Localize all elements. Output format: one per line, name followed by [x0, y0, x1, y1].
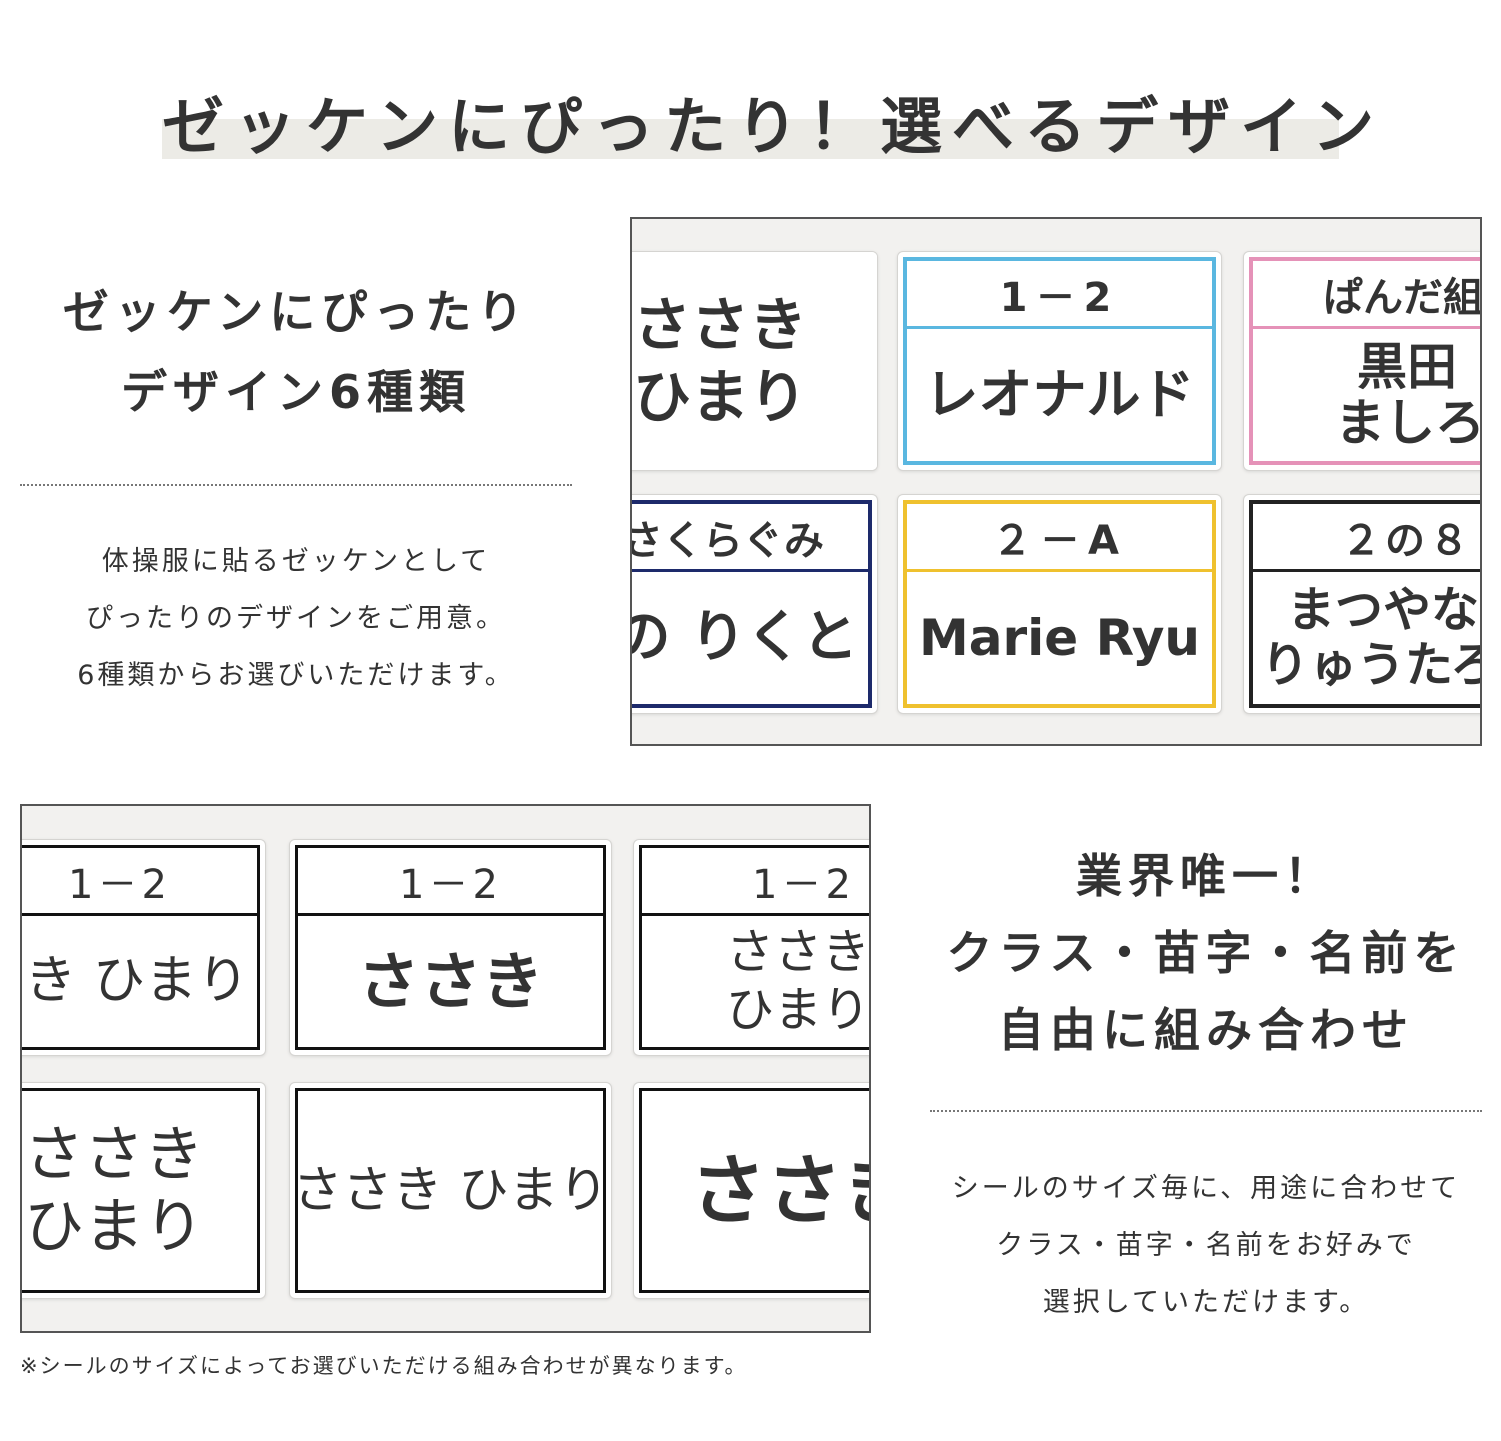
sticker-frame: ささき ひまり	[295, 1088, 606, 1293]
description-line: 6種類からお選びいただけます。	[77, 660, 515, 691]
sticker-name: ささき	[642, 1091, 869, 1290]
name-line: ささき	[633, 290, 808, 359]
sticker-class: ２の８	[1253, 504, 1480, 572]
design-card-navy: さくらぐみ の りくと	[630, 494, 878, 714]
name-line: さき ひまり	[22, 950, 249, 1011]
dotted-divider	[20, 484, 572, 486]
combo-card-class-surname: 1－2 ささき	[289, 839, 612, 1056]
combination-heading-line: 自由に組み合わせ	[998, 1003, 1414, 1057]
name-line: ひまり	[726, 981, 871, 1038]
combination-heading-line: 業界唯一！	[1076, 849, 1336, 903]
name-line: ささき	[726, 923, 871, 980]
sticker-class: 1－2	[298, 848, 603, 916]
name-line: ささき	[690, 1145, 869, 1235]
sticker-class: 1－2	[642, 848, 869, 916]
sticker-frame: 1－2 さき ひまり	[22, 845, 260, 1050]
design-card-pink: ぱんだ組 黒田 ましろ	[1243, 251, 1482, 471]
name-line: ささき	[24, 1119, 204, 1190]
combo-card-fullname: ささき ひまり	[289, 1082, 612, 1299]
design-heading-line: ゼッケンにぴったり	[62, 285, 530, 339]
name-line: ひまり	[24, 1191, 204, 1262]
description-line: ぴったりのデザインをご用意。	[86, 603, 506, 634]
design-samples-preview: ささき ひまり 1－2 レオナルド ぱんだ組 黒田 ましろ さくらぐみ の りく	[630, 217, 1482, 746]
description-line: クラス・苗字・名前をお好みで	[996, 1230, 1416, 1261]
sticker-class: ぱんだ組	[1253, 261, 1480, 329]
design-card-black: ２の８ まつやな りゅうたろ	[1243, 494, 1482, 714]
design-card-blue: 1－2 レオナルド	[897, 251, 1222, 471]
sticker-frame: ２－A Marie Ryu	[903, 500, 1216, 708]
name-line: ささき	[357, 944, 544, 1018]
name-line: Marie Ryu	[918, 608, 1201, 667]
combo-card-twoline: ささき ひまり	[22, 1082, 266, 1299]
sticker-frame: 1－2 ささき ひまり	[639, 845, 871, 1050]
combination-section-heading: 業界唯一！ クラス・苗字・名前を 自由に組み合わせ	[930, 838, 1482, 1069]
sticker-frame: ぱんだ組 黒田 ましろ	[1249, 257, 1482, 465]
sticker-frame: ささき	[639, 1088, 869, 1293]
combination-heading-line: クラス・苗字・名前を	[946, 926, 1466, 980]
name-line: 黒田	[1357, 338, 1457, 396]
sticker-name: ささき	[298, 916, 603, 1047]
name-line: りゅうたろ	[1261, 637, 1482, 693]
footnote: ※シールのサイズによってお選びいただける組み合わせが異なります。	[20, 1354, 748, 1378]
sticker-frame: ささき ひまり	[22, 1088, 260, 1293]
title-highlight-band	[162, 119, 1339, 159]
sticker-frame: 1－2 レオナルド	[903, 257, 1216, 465]
name-line: の りくと	[630, 604, 858, 670]
combination-section-description: シールのサイズ毎に、用途に合わせて クラス・苗字・名前をお好みで 選択していただ…	[930, 1160, 1482, 1331]
combo-card-class-twoline: 1－2 ささき ひまり	[633, 839, 871, 1056]
sticker-name: 黒田 ましろ	[1253, 329, 1482, 461]
sticker-name: ささき ひまり	[642, 916, 871, 1047]
sticker-name: まつやな りゅうたろ	[1253, 572, 1482, 704]
main-title: ゼッケンにぴったり！選べるデザイン	[162, 90, 1385, 163]
description-line: シールのサイズ毎に、用途に合わせて	[951, 1173, 1461, 1204]
name-line: レオナルド	[924, 363, 1195, 427]
description-line: 選択していただけます。	[1042, 1287, 1370, 1318]
design-heading-line: デザイン6種類	[120, 365, 471, 419]
dotted-divider	[930, 1110, 1482, 1112]
sticker-frame: ささき ひまり	[632, 252, 877, 470]
combo-card-surname: ささき	[633, 1082, 869, 1299]
description-line: 体操服に貼るゼッケンとして	[101, 546, 491, 577]
sticker-name: ささき ひまり	[22, 1091, 257, 1290]
sticker-class: 1－2	[22, 848, 257, 916]
sticker-frame: さくらぐみ の りくと	[630, 500, 872, 708]
design-section-description: 体操服に貼るゼッケンとして ぴったりのデザインをご用意。 6種類からお選びいただ…	[20, 533, 572, 704]
sticker-class: 1－2	[907, 261, 1212, 329]
sticker-frame: 1－2 ささき	[295, 845, 606, 1050]
combo-card-class-fullname: 1－2 さき ひまり	[22, 839, 266, 1056]
name-line: ひまり	[633, 363, 808, 431]
sticker-name: さき ひまり	[22, 916, 257, 1047]
sticker-name: ささき ひまり	[298, 1091, 603, 1290]
sticker-frame: ２の８ まつやな りゅうたろ	[1249, 500, 1482, 708]
name-line: ささき ひまり	[298, 1161, 603, 1219]
design-card-plain: ささき ひまり	[632, 251, 878, 471]
sticker-class: ２－A	[907, 504, 1212, 572]
main-title-banner: ゼッケンにぴったり！選べるデザイン	[162, 68, 1374, 163]
sticker-name: レオナルド	[907, 329, 1212, 461]
sticker-name: Marie Ryu	[907, 572, 1212, 704]
name-line: まつやな	[1287, 581, 1480, 638]
sticker-name: の りくと	[630, 572, 868, 704]
design-section-heading: ゼッケンにぴったり デザイン6種類	[20, 272, 572, 432]
combination-samples-preview: 1－2 さき ひまり 1－2 ささき 1－2 ささき ひまり ささき	[20, 804, 871, 1333]
sticker-name: ささき ひまり	[632, 252, 877, 470]
name-line: ましろ	[1335, 394, 1482, 452]
design-card-yellow: ２－A Marie Ryu	[897, 494, 1222, 714]
sticker-class: さくらぐみ	[632, 504, 868, 572]
